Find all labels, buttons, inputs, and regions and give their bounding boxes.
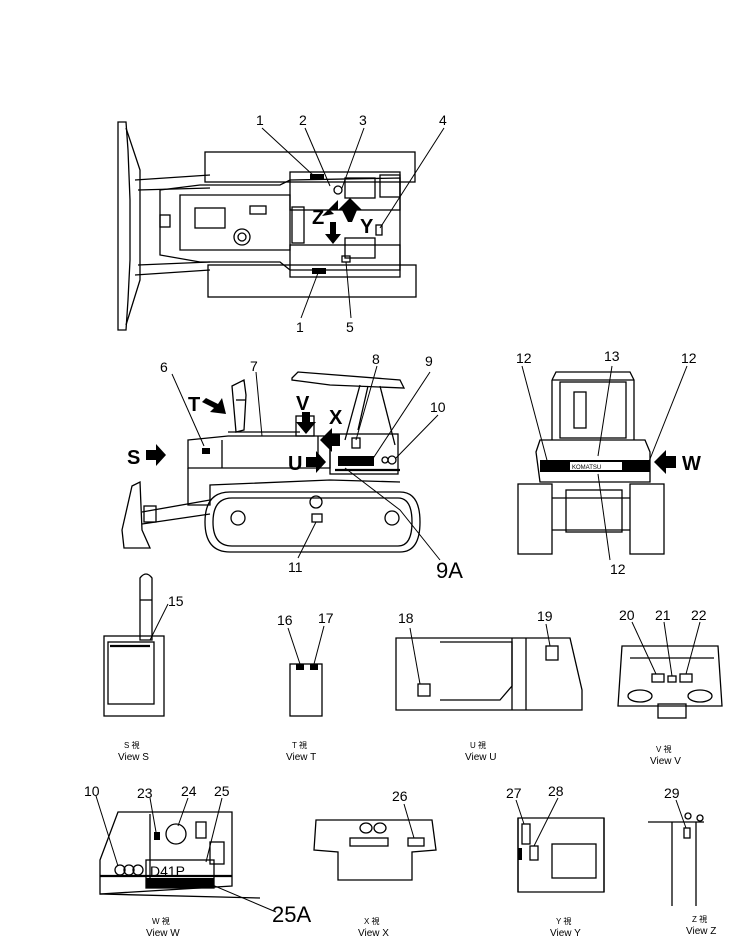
callout-view-v-21: 21 bbox=[655, 607, 671, 623]
callout-view-z-29: 29 bbox=[664, 785, 680, 801]
view-letter-y: Y bbox=[360, 216, 374, 238]
callout-top-3: 3 bbox=[359, 112, 367, 128]
view-letter-x: X bbox=[329, 407, 343, 429]
callout-side-9a: 9A bbox=[436, 558, 463, 583]
callout-top-1b: 1 bbox=[296, 319, 304, 335]
caption-z-jp: Z 視 bbox=[692, 915, 707, 924]
callout-side-9: 9 bbox=[425, 353, 433, 369]
callout-view-w-24: 24 bbox=[181, 783, 197, 799]
callout-view-t-16: 16 bbox=[277, 612, 293, 628]
detail-view-v bbox=[617, 621, 723, 719]
callout-rear-12b: 12 bbox=[681, 350, 697, 366]
caption-v: View V bbox=[650, 756, 681, 767]
caption-u-jp: U 視 bbox=[470, 741, 486, 750]
rear-brand-label: KOMATSU bbox=[572, 465, 601, 471]
callout-view-y-27: 27 bbox=[506, 785, 522, 801]
callout-top-1: 1 bbox=[256, 112, 264, 128]
detail-view-s bbox=[103, 573, 169, 717]
callout-view-v-22: 22 bbox=[691, 607, 707, 623]
caption-v-jp: V 視 bbox=[656, 745, 672, 754]
detail-view-y bbox=[515, 797, 605, 893]
caption-y-jp: Y 視 bbox=[556, 917, 571, 926]
detail-view-w bbox=[95, 795, 277, 913]
caption-s-jp: S 視 bbox=[124, 741, 140, 750]
top-view-bulldozer bbox=[117, 121, 445, 331]
caption-x-jp: X 視 bbox=[364, 917, 380, 926]
callout-view-w-25: 25 bbox=[214, 783, 230, 799]
callout-side-8: 8 bbox=[372, 351, 380, 367]
caption-u: View U bbox=[465, 752, 497, 763]
caption-x: View X bbox=[358, 928, 389, 939]
callout-view-u-19: 19 bbox=[537, 608, 553, 624]
callout-rear-12c: 12 bbox=[610, 561, 626, 577]
callout-rear-12a: 12 bbox=[516, 350, 532, 366]
callout-view-u-18: 18 bbox=[398, 610, 414, 626]
callout-view-w-25a: 25A bbox=[272, 902, 311, 927]
caption-t-jp: T 視 bbox=[292, 741, 307, 750]
callout-side-7: 7 bbox=[250, 358, 258, 374]
caption-w-jp: W 視 bbox=[152, 917, 170, 926]
callout-rear-13: 13 bbox=[604, 348, 620, 364]
detail-view-x bbox=[313, 803, 437, 881]
caption-w: View W bbox=[146, 928, 180, 939]
view-letter-t: T bbox=[188, 394, 200, 416]
callout-view-w-10: 10 bbox=[84, 783, 100, 799]
callout-top-5: 5 bbox=[346, 319, 354, 335]
view-letter-w: W bbox=[682, 453, 701, 475]
callout-view-s-15: 15 bbox=[168, 593, 184, 609]
callout-top-4: 4 bbox=[439, 112, 447, 128]
view-letter-v: V bbox=[296, 393, 310, 415]
callout-side-10: 10 bbox=[430, 399, 446, 415]
callout-view-w-23: 23 bbox=[137, 785, 153, 801]
view-letter-z: Z bbox=[312, 207, 324, 229]
detail-view-t bbox=[287, 625, 325, 717]
callout-view-t-17: 17 bbox=[318, 610, 334, 626]
caption-z: View Z bbox=[686, 926, 716, 937]
side-view-bulldozer bbox=[121, 365, 441, 561]
view-letter-u: U bbox=[288, 453, 302, 475]
caption-s: View S bbox=[118, 752, 149, 763]
callout-view-x-26: 26 bbox=[392, 788, 408, 804]
callout-side-6: 6 bbox=[160, 359, 168, 375]
callout-side-11: 11 bbox=[288, 559, 303, 575]
callout-view-v-20: 20 bbox=[619, 607, 635, 623]
view-w-plate-text: D41P bbox=[150, 863, 185, 879]
view-letter-s: S bbox=[127, 447, 140, 469]
detail-view-z bbox=[648, 799, 704, 906]
rear-view-bulldozer bbox=[517, 365, 688, 561]
callout-view-y-28: 28 bbox=[548, 783, 564, 799]
caption-y: View Y bbox=[550, 928, 581, 939]
callout-top-2: 2 bbox=[299, 112, 307, 128]
caption-t: View T bbox=[286, 752, 316, 763]
view-captions: S 視 View S T 視 View T U 視 View U V 視 Vie… bbox=[118, 741, 716, 939]
detail-view-u bbox=[395, 623, 583, 711]
